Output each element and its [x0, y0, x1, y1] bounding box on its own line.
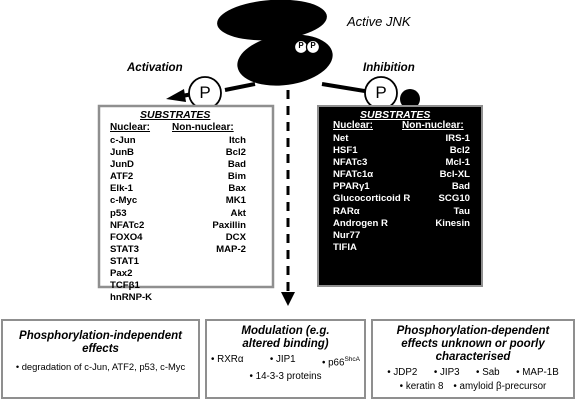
list-item: Net: [333, 133, 349, 144]
inhibition-nuclear-header: Nuclear:: [333, 120, 374, 131]
shca-superscript: ShcA: [344, 356, 360, 363]
dependent-item: • JDP2: [387, 367, 418, 378]
list-item: Bcl2: [225, 147, 246, 159]
list-item: Paxillin: [212, 219, 246, 231]
list-item: STAT3: [110, 243, 139, 255]
inhibition-substrates-title: SUBSTRATES: [360, 109, 431, 121]
list-item: STAT1: [110, 255, 139, 267]
activation-line-upper: [224, 82, 256, 92]
modulation-item: • JIP1: [269, 354, 296, 365]
modulation-item: • 14-3-3 proteins: [249, 371, 322, 383]
list-item: NFATc1α: [333, 169, 374, 181]
list-item: Bax: [228, 183, 246, 195]
list-item: Bim: [227, 171, 246, 183]
inhibition-p-label: P: [375, 83, 387, 102]
list-item: TIFIA: [333, 241, 357, 253]
list-item: NFATc3: [333, 157, 368, 169]
jnk-phospho-2-label: P: [310, 41, 316, 50]
inhibition-non-nuclear-header: Non-nuclear:: [402, 120, 464, 131]
inhibition-non-nuclear-list: IRS-1 Bcl2 Mcl-1 Bcl-XL Bad SCG10 Tau Ki…: [410, 133, 470, 230]
modulation-item: • RXRα: [211, 354, 244, 365]
dependent-effects-title: Phosphorylation-dependent effects unknow…: [396, 325, 550, 363]
dependent-items-row-1: • JDP2 • JIP3 • Sab • MAP-1B: [373, 366, 573, 380]
activation-p-label: P: [199, 83, 211, 102]
list-item: Androgen R: [333, 217, 388, 229]
jnk-phospho-2: [305, 39, 321, 55]
list-item: ATF2: [110, 171, 134, 183]
list-item: Bcl-XL: [439, 169, 470, 181]
list-item: FOXO4: [110, 231, 143, 243]
list-item: Nur77: [333, 229, 361, 241]
list-item: p53: [110, 207, 127, 219]
list-item: JunB: [110, 147, 134, 159]
dependent-items-row-2: • keratin 8 • amyloid β-precursor: [373, 380, 573, 394]
dependent-item: • keratin 8: [399, 381, 444, 392]
activation-nuclear-list: c-Jun JunB JunD ATF2 Elk-1 c-Myc p53 NFA…: [110, 135, 152, 304]
activation-non-nuclear-header: Non-nuclear:: [172, 122, 234, 133]
modulation-item-p66: • p66ShcA: [321, 356, 360, 369]
list-item: RARα: [333, 205, 360, 217]
activation-arrowhead: [166, 89, 186, 102]
modulation-items-row: • RXRα • JIP1 • p66ShcA: [207, 353, 364, 370]
list-item: Itch: [228, 135, 246, 146]
list-item: SCG10: [438, 193, 470, 205]
list-item: Bcl2: [449, 145, 470, 157]
dependent-item: • Sab: [476, 367, 500, 378]
activation-nuclear-header: Nuclear:: [110, 122, 151, 133]
list-item: Bad: [451, 181, 470, 193]
list-item: HSF1: [333, 145, 358, 157]
list-item: MK1: [225, 195, 246, 207]
independent-effects-box: Phosphorylation-independent effects • de…: [1, 319, 200, 399]
activation-label: Activation: [127, 62, 183, 74]
dependent-item: • MAP-1B: [516, 367, 559, 378]
active-jnk-label: Active JNK: [347, 14, 411, 29]
dependent-item: • amyloid β-precursor: [453, 381, 547, 392]
dependent-item: • JIP3: [433, 367, 460, 378]
list-item: Kinesin: [435, 217, 470, 229]
modulation-title: Modulation (e.g. altered binding): [241, 325, 330, 350]
list-item: Tau: [453, 205, 470, 217]
inhibition-substrates-box: [317, 105, 483, 287]
list-item: Glucocorticoid R: [333, 193, 411, 205]
list-item: Akt: [230, 207, 246, 219]
list-item: MAP-2: [216, 243, 246, 255]
activation-substrates-box: [97, 104, 275, 289]
list-item: IRS-1: [445, 133, 470, 144]
list-item: Bad: [227, 159, 246, 171]
modulation-box: Modulation (e.g. altered binding) • RXRα…: [205, 319, 366, 399]
dependent-effects-box: Phosphorylation-dependent effects unknow…: [371, 319, 575, 399]
independent-effects-item: • degradation of c-Jun, ATF2, p53, c-Myc: [15, 361, 186, 372]
jnk-upper-lobe: [217, 0, 327, 41]
independent-effects-title: Phosphorylation-independent effects: [19, 330, 182, 355]
jnk-phospho-1-label: P: [298, 41, 304, 50]
list-item: hnRNP-K: [110, 292, 153, 304]
list-item: PPARγ1: [333, 181, 370, 193]
list-item: Pax2: [110, 268, 133, 280]
central-arrowhead: [281, 292, 295, 306]
activation-substrates-title: SUBSTRATES: [140, 109, 211, 121]
inhibition-blunt-end: [400, 89, 420, 109]
activation-non-nuclear-list: Itch Bcl2 Bad Bim Bax MK1 Akt Paxillin D…: [190, 135, 246, 256]
list-item: Elk-1: [110, 183, 133, 195]
list-item: Mcl-1: [445, 157, 470, 169]
list-item: NFATc2: [110, 219, 145, 231]
list-item: c-Jun: [110, 135, 136, 146]
inhibition-nuclear-list: Net HSF1 NFATc3 NFATc1α PPARγ1 Glucocort…: [333, 133, 410, 254]
list-item: JunD: [110, 159, 134, 171]
list-item: TCFβ1: [110, 280, 140, 292]
list-item: DCX: [225, 231, 246, 243]
inhibition-label: Inhibition: [363, 62, 415, 74]
list-item: c-Myc: [110, 195, 138, 207]
